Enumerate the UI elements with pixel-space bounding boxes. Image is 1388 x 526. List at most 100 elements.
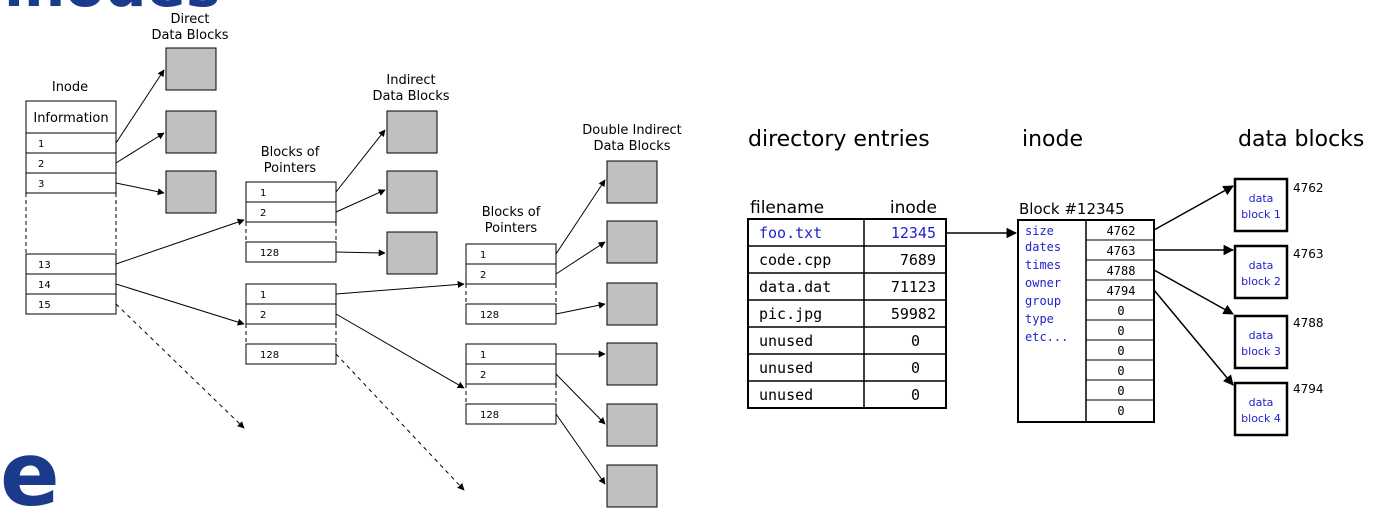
data-block [1233,381,1289,437]
table-row-inode: 59982 [891,305,936,323]
data-block-label: data [1249,396,1274,409]
double-indirect-data-block [606,403,658,447]
data-block-number: 4763 [1293,247,1324,261]
double-indirect-data-block [606,160,658,204]
data-blocks-title: data blocks [1238,127,1364,152]
inode-row-2-label: 2 [38,159,44,170]
data-block-label: block 3 [1241,345,1281,358]
data-block-label: block 1 [1241,208,1281,221]
table-row-inode: 0 [911,359,920,377]
table-row-filename: code.cpp [759,251,831,269]
inode-row-13-label: 13 [38,260,51,271]
pointer-row-label: 1 [260,188,266,199]
block-pointer: 0 [1117,364,1124,378]
double-indirect-data-block [606,464,658,508]
direct-label-line2: Data Blocks [151,28,228,43]
table-row-inode: 12345 [891,224,936,242]
data-block-label: block 2 [1241,275,1281,288]
table-row-filename: unused [759,332,813,350]
block-pointer: 4794 [1107,284,1136,298]
indirect-data-block [386,110,438,154]
filename-header: filename [750,198,824,218]
double-indirect-data-block [606,220,658,264]
double-indirect-data-block [606,282,658,326]
inode-field: times [1025,258,1061,272]
inode-field: owner [1025,276,1061,290]
inode-field: size [1025,224,1054,238]
inode-information-box [25,100,117,134]
indirect-label-line2: Data Blocks [372,89,449,104]
right-diagram: directory entries inode data blocks file… [747,127,1364,437]
table-row-inode: 71123 [891,278,936,296]
directory-entries-title: directory entries [748,127,930,152]
pointer-row-label: 128 [480,410,499,421]
data-block-number: 4788 [1293,316,1324,330]
table-row-inode: 0 [911,386,920,404]
directory-table [747,218,947,409]
inode-header: inode [890,198,937,218]
inode-label: Inode [52,80,88,95]
table-row-filename: foo.txt [759,224,822,242]
inode-field: type [1025,312,1054,326]
pointer-row-label: 1 [260,290,266,301]
block-label: Block #12345 [1019,200,1125,218]
pointer-row-label: 2 [260,208,266,219]
pointer-row-label: 1 [480,350,486,361]
pointer-row-label: 2 [480,370,486,381]
data-block-label: data [1249,329,1274,342]
page-title: inodes [4,0,220,20]
pointer-row-label: 128 [260,248,279,259]
direct-data-block [165,170,217,214]
data-block-label: data [1249,192,1274,205]
indirect-label-line1: Indirect [386,73,435,88]
block-pointer: 0 [1117,304,1124,318]
data-block-label: block 4 [1241,412,1281,425]
table-row-filename: data.dat [759,278,831,296]
blocks-of-pointers-2-line1: Blocks of [482,205,541,220]
inode-information-label: Information [33,111,108,126]
indirect-data-block [386,231,438,275]
block-pointer: 0 [1117,404,1124,418]
data-block [1233,177,1289,233]
logo-letter: e [0,423,60,526]
inode-field: dates [1025,240,1061,254]
direct-data-block [165,47,217,91]
table-row-filename: pic.jpg [759,305,822,323]
block-pointer: 0 [1117,344,1124,358]
inode-row-14-label: 14 [38,280,51,291]
table-row-inode: 7689 [900,251,936,269]
block-pointer: 4763 [1107,244,1136,258]
pointer-row-label: 2 [480,270,486,281]
block-pointer: 0 [1117,324,1124,338]
pointer-row-label: 2 [260,310,266,321]
table-row-filename: unused [759,359,813,377]
double-indirect-data-block [606,342,658,386]
inode-field: etc... [1025,330,1068,344]
pointer-row-label: 1 [480,250,486,261]
block-pointer: 4762 [1107,224,1136,238]
direct-data-block [165,110,217,154]
block-pointer: 0 [1117,384,1124,398]
left-diagram: Inode Direct Data Blocks Indirect Data B… [25,12,682,508]
blocks-of-pointers-1-line2: Pointers [264,161,317,176]
data-block-number: 4762 [1293,181,1324,195]
direct-label-line1: Direct [171,12,210,27]
table-row-filename: unused [759,386,813,404]
block-pointer: 4788 [1107,264,1136,278]
data-block-label: data [1249,259,1274,272]
indirect-data-block [386,170,438,214]
pointer-row-label: 128 [480,310,499,321]
double-indirect-label-line2: Data Blocks [593,139,670,154]
pointer-row-label: 128 [260,350,279,361]
blocks-of-pointers-2-line2: Pointers [485,221,538,236]
double-indirect-label-line1: Double Indirect [582,123,681,138]
table-row-inode: 0 [911,332,920,350]
inode-row-15-label: 15 [38,300,51,311]
inode-row-1-label: 1 [38,139,44,150]
inode-title: inode [1022,127,1083,152]
data-block [1233,244,1289,300]
data-block [1233,314,1289,370]
blocks-of-pointers-1-line1: Blocks of [261,145,320,160]
inode-field: group [1025,294,1061,308]
